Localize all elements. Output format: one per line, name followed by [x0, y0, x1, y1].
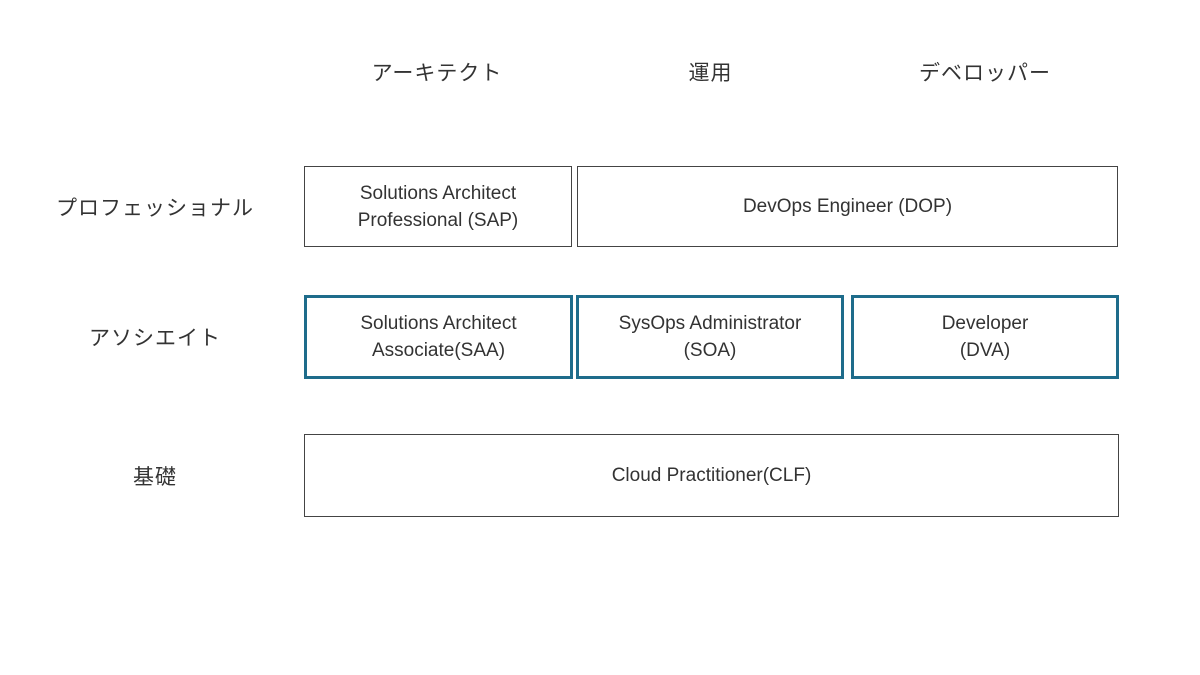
box-label-line: Professional (SAP) — [357, 209, 519, 231]
box-label-line: Developer — [941, 313, 1029, 334]
box-label-line: Solutions Architect — [359, 182, 517, 204]
box-solutions-architect-associate: Solutions Architect Associate(SAA) — [304, 295, 573, 379]
box-developer-associate: Developer (DVA) — [851, 295, 1119, 379]
box-label-line: Solutions Architect — [360, 313, 517, 334]
column-header-developer: デベロッパー — [919, 62, 1051, 85]
box-label-line: DevOps Engineer (DOP) — [742, 196, 953, 217]
box-label-line: (DVA) — [959, 340, 1011, 361]
box-sysops-administrator-associate: SysOps Administrator (SOA) — [576, 295, 844, 379]
column-header-architect: アーキテクト — [371, 62, 503, 85]
box-label-line: (SOA) — [683, 340, 737, 361]
row-label-associate: アソシエイト — [89, 327, 221, 350]
column-header-operations: 運用 — [688, 62, 733, 85]
box-cloud-practitioner-foundation: Cloud Practitioner(CLF) — [304, 434, 1119, 517]
box-solutions-architect-professional: Solutions Architect Professional (SAP) — [304, 166, 572, 247]
box-label-line: Associate(SAA) — [371, 340, 506, 361]
box-label-line: SysOps Administrator — [618, 313, 802, 334]
box-label-line: Cloud Practitioner(CLF) — [611, 465, 812, 486]
row-label-professional: プロフェッショナル — [56, 196, 254, 220]
box-devops-engineer-professional: DevOps Engineer (DOP) — [577, 166, 1118, 247]
row-label-foundation: 基礎 — [133, 465, 177, 489]
